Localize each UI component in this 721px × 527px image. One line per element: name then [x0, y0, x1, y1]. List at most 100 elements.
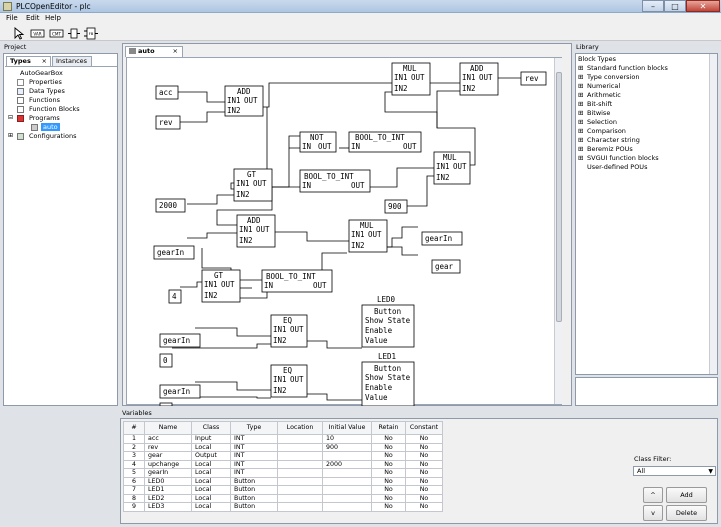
table-cell[interactable]: [277, 502, 323, 512]
var-gearin-1[interactable]: [153, 245, 195, 260]
col-header[interactable]: Class: [191, 421, 231, 435]
var-2000[interactable]: [155, 198, 186, 213]
close-icon[interactable]: ×: [41, 57, 47, 65]
class-filter-select[interactable]: All ▼: [633, 466, 716, 476]
maximize-button[interactable]: □: [664, 0, 686, 12]
table-cell[interactable]: LED3: [144, 502, 192, 512]
col-header[interactable]: #: [123, 421, 145, 435]
tab-auto[interactable]: auto ×: [125, 46, 183, 57]
table-cell[interactable]: Button: [230, 493, 278, 503]
tree-item-auto[interactable]: auto: [41, 123, 60, 131]
table-cell[interactable]: 2000: [322, 459, 372, 469]
var-4[interactable]: [168, 289, 182, 304]
comment-tool-icon[interactable]: CMT: [48, 26, 66, 39]
table-cell[interactable]: [277, 459, 323, 469]
table-cell[interactable]: INT: [230, 451, 278, 461]
block-add-1[interactable]: [224, 85, 264, 117]
block-add-3[interactable]: [236, 214, 276, 248]
table-cell[interactable]: INT: [230, 442, 278, 452]
expand-icon[interactable]: ⊞: [8, 132, 14, 139]
lib-item-user-defined-pous[interactable]: User-defined POUs: [587, 163, 648, 171]
minimize-button[interactable]: –: [642, 0, 664, 12]
close-button[interactable]: ✕: [686, 0, 720, 12]
tree-item-configurations[interactable]: Configurations: [29, 132, 77, 140]
table-cell[interactable]: No: [371, 476, 406, 486]
tree-item-functions[interactable]: Functions: [29, 96, 61, 104]
tree-item-function-blocks[interactable]: Function Blocks: [29, 105, 80, 113]
expand-icon[interactable]: ⊞: [578, 100, 584, 108]
table-cell[interactable]: LED1: [144, 485, 192, 495]
table-cell[interactable]: [322, 476, 372, 486]
block-mul-2[interactable]: [433, 151, 471, 185]
col-header[interactable]: Location: [277, 421, 323, 435]
table-cell[interactable]: LED0: [144, 476, 192, 486]
table-cell[interactable]: No: [405, 451, 443, 461]
block-bool-to-int-3[interactable]: [261, 269, 333, 293]
table-cell[interactable]: 1: [123, 434, 145, 444]
table-cell[interactable]: 2: [123, 442, 145, 452]
library-vertical-scrollbar[interactable]: [709, 54, 717, 374]
expand-icon[interactable]: ⊞: [578, 136, 584, 144]
table-cell[interactable]: No: [405, 493, 443, 503]
menu-file[interactable]: File: [6, 14, 18, 22]
table-cell[interactable]: Local: [191, 468, 231, 478]
table-cell[interactable]: acc: [144, 434, 192, 444]
block-bool-to-int-1[interactable]: [348, 131, 422, 153]
editor-vertical-scrollbar[interactable]: [554, 58, 562, 404]
table-cell[interactable]: 5: [123, 468, 145, 478]
table-cell[interactable]: 4: [123, 459, 145, 469]
table-cell[interactable]: [277, 493, 323, 503]
collapse-icon[interactable]: ⊟: [8, 114, 14, 121]
table-cell[interactable]: 10: [322, 434, 372, 444]
table-cell[interactable]: Button: [230, 476, 278, 486]
table-cell[interactable]: No: [371, 459, 406, 469]
table-cell[interactable]: [277, 476, 323, 486]
fbd-canvas[interactable]: acc rev rev 2000 900 gearIn gearIn gear: [126, 57, 562, 406]
block-bool-to-int-2[interactable]: [299, 169, 371, 193]
expand-icon[interactable]: ⊞: [578, 82, 584, 90]
table-cell[interactable]: Local: [191, 476, 231, 486]
table-cell[interactable]: No: [371, 502, 406, 512]
delete-variable-button[interactable]: Delete: [666, 505, 707, 521]
lib-item-arithmetic[interactable]: Arithmetic: [587, 91, 621, 99]
var-gearin-out[interactable]: [421, 231, 463, 246]
table-cell[interactable]: No: [405, 502, 443, 512]
table-cell[interactable]: 3: [123, 451, 145, 461]
lib-item-type-conversion[interactable]: Type conversion: [587, 73, 640, 81]
lib-item-standard-function-blocks[interactable]: Standard function blocks: [587, 64, 668, 72]
table-cell[interactable]: 9: [123, 502, 145, 512]
var-0[interactable]: [159, 353, 173, 368]
function-block-tool-icon[interactable]: FB: [82, 26, 100, 40]
table-cell[interactable]: No: [405, 459, 443, 469]
connection-tool-icon[interactable]: [66, 26, 82, 39]
lib-item-character-string[interactable]: Character string: [587, 136, 640, 144]
table-cell[interactable]: [277, 434, 323, 444]
tab-types[interactable]: Types ×: [6, 56, 51, 66]
table-cell[interactable]: gearIn: [144, 468, 192, 478]
block-mul-1[interactable]: [391, 62, 431, 96]
block-eq-2[interactable]: [270, 364, 308, 398]
expand-icon[interactable]: ⊞: [578, 127, 584, 135]
var-gearin-3[interactable]: [159, 384, 201, 399]
block-led1[interactable]: [361, 361, 415, 406]
table-cell[interactable]: [277, 468, 323, 478]
var-gearin-2[interactable]: [159, 333, 201, 348]
table-cell[interactable]: [277, 451, 323, 461]
table-cell[interactable]: [322, 468, 372, 478]
table-cell[interactable]: [277, 442, 323, 452]
table-cell[interactable]: No: [371, 493, 406, 503]
table-cell[interactable]: [277, 485, 323, 495]
pointer-tool-icon[interactable]: [12, 26, 26, 40]
table-cell[interactable]: Local: [191, 493, 231, 503]
tree-item-programs[interactable]: Programs: [29, 114, 60, 122]
table-cell[interactable]: No: [405, 442, 443, 452]
table-cell[interactable]: Local: [191, 485, 231, 495]
block-gt-2[interactable]: [201, 269, 241, 303]
table-cell[interactable]: Local: [191, 442, 231, 452]
table-cell[interactable]: No: [371, 442, 406, 452]
table-cell[interactable]: Local: [191, 502, 231, 512]
